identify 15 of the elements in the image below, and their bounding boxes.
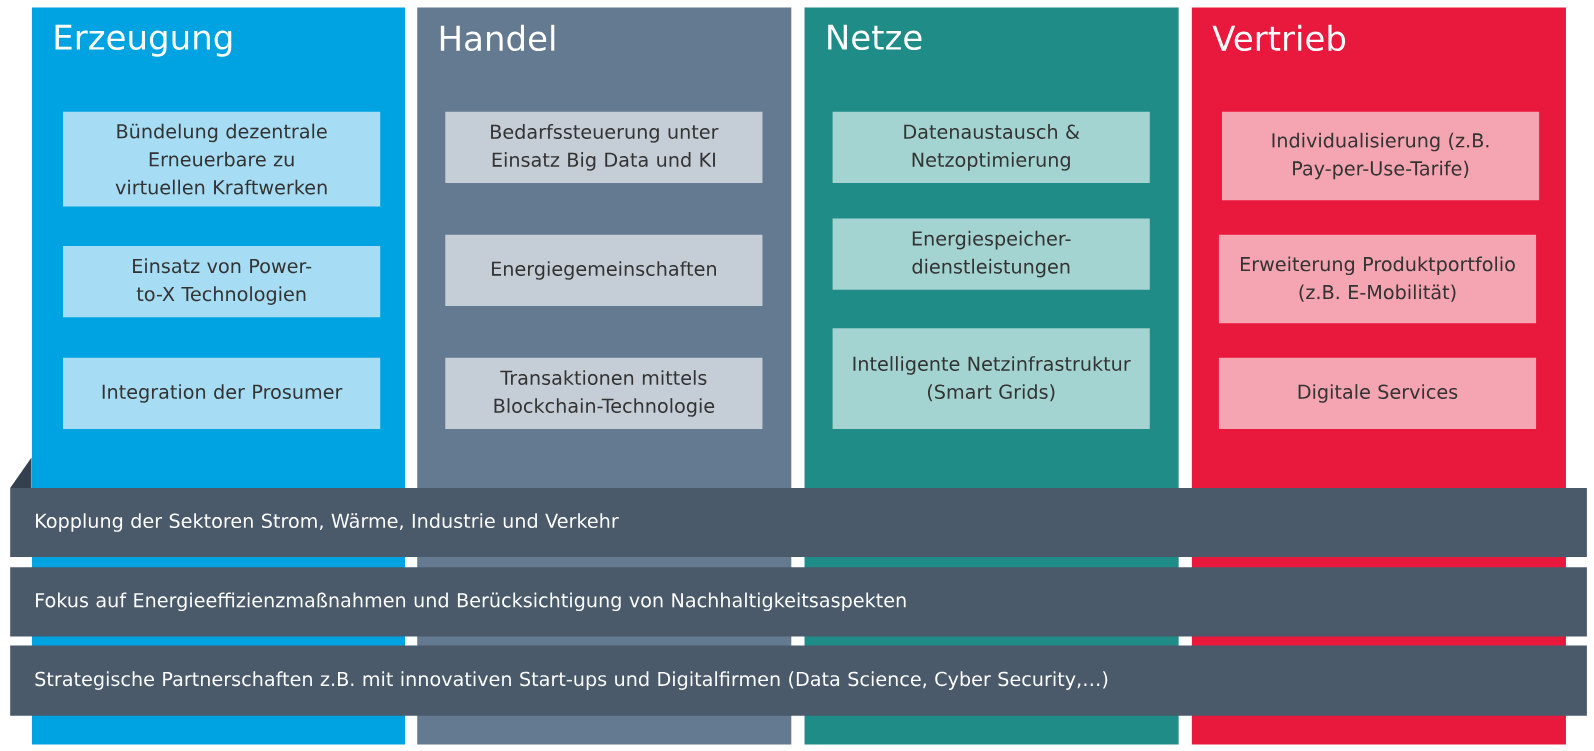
banner-bar: Strategische Partnerschaften z.B. mit innovativen Start-ups und Digitalfirmen (Data Science, Cyber Security,…)	[10, 645, 1587, 716]
banner-bar: Kopplung der Sektoren Strom, Wärme, Industrie und Verkehr	[10, 487, 1587, 558]
text-box: Bedarfssteuerung unter Einsatz Big Data und KI	[445, 111, 763, 183]
text-box: Energiegemeinschaften	[445, 234, 763, 306]
text-box: Einsatz von Power-to-X Technologien	[63, 246, 381, 318]
text-box: Intelligente Netzinfrastruktur (Smart Grids)	[832, 328, 1150, 429]
text-box: Individualisierung (z.B. Pay-per-Use-Tarife)	[1221, 111, 1540, 201]
text-box: Bündelung dezentrale Erneuerbare zu virtuellen Kraftwerken	[63, 111, 381, 207]
text-box: Energiespeicher-dienstleistungen	[832, 218, 1150, 290]
text-box: Digitale Services	[1218, 357, 1537, 429]
text-box: Datenaustausch & Netzoptimierung	[832, 111, 1150, 183]
text-box: Integration der Prosumer	[63, 357, 381, 429]
text-box: Erweiterung Produktportfolio (z.B. E-Mobilität)	[1218, 234, 1537, 324]
text-box: Transaktionen mittels Blockchain-Technologie	[445, 357, 763, 429]
banner-bar: Fokus auf Energieeffizienzmaßnahmen und Berücksichtigung von Nachhaltigkeitsaspekten	[10, 567, 1587, 637]
